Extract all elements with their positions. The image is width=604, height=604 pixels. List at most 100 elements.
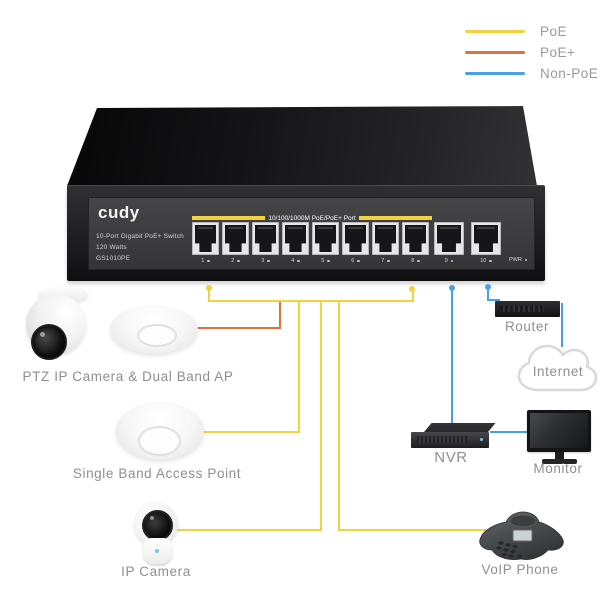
pwr-led bbox=[524, 258, 528, 262]
rj45-port-2: 2 bbox=[222, 222, 249, 264]
cloud-icon bbox=[517, 344, 598, 392]
pwr-text: PWR bbox=[509, 257, 522, 263]
pwr-label: PWR bbox=[509, 257, 528, 263]
legend-line-poe bbox=[465, 30, 525, 33]
ip-camera-status-dot bbox=[155, 549, 159, 553]
port-number-label: 5 bbox=[312, 258, 339, 264]
port-led bbox=[327, 259, 330, 263]
rj45-port-7: 7 bbox=[372, 222, 399, 264]
cable-dot-port1 bbox=[206, 285, 212, 291]
legend-label-non-poe: Non-PoE bbox=[540, 66, 599, 81]
cable-nonpoe-port10-drop bbox=[487, 288, 489, 301]
rj45-jack bbox=[312, 222, 339, 255]
label-ptz-dualband-ap: PTZ IP Camera & Dual Band AP bbox=[22, 369, 234, 384]
cable-poe-to-ip-camera-v bbox=[320, 302, 322, 531]
dual-band-ap bbox=[110, 305, 198, 355]
cable-poe-to-single-ap-v bbox=[298, 302, 300, 433]
monitor-screen bbox=[527, 410, 591, 452]
port-led bbox=[450, 259, 454, 263]
cable-poe-to-single-ap-h bbox=[196, 431, 300, 433]
router-front-face bbox=[495, 301, 560, 317]
cable-poe-to-voip-h bbox=[338, 529, 486, 531]
port-led bbox=[267, 259, 270, 263]
rj45-port-4: 4 bbox=[282, 222, 309, 264]
poe-port-group-label: 10/100/1000M PoE/PoE+ Port bbox=[268, 214, 356, 222]
rj45-port-6: 6 bbox=[342, 222, 369, 264]
rj45-port-8: 8 bbox=[402, 222, 429, 264]
port-number-label: 10 bbox=[471, 258, 501, 264]
cable-dot-port10 bbox=[485, 284, 491, 290]
cable-poe-port8-drop bbox=[412, 290, 414, 302]
label-voip-phone: VoIP Phone bbox=[481, 562, 559, 577]
monitor-base bbox=[542, 459, 577, 464]
legend-row-poe: PoE bbox=[465, 24, 567, 39]
monitor-screen-inner bbox=[530, 413, 588, 448]
port-led bbox=[489, 259, 492, 263]
legend-line-non-poe bbox=[465, 72, 525, 75]
rj45-jack bbox=[372, 222, 399, 255]
label-nvr: NVR bbox=[434, 449, 468, 466]
port-number-label: 2 bbox=[222, 258, 249, 264]
nvr-front-face bbox=[411, 432, 489, 448]
internet-cloud bbox=[514, 340, 600, 396]
rj45-jack bbox=[222, 222, 249, 255]
port-number-label: 1 bbox=[192, 258, 219, 264]
legend-row-non-poe: Non-PoE bbox=[465, 66, 598, 81]
ip-camera bbox=[134, 503, 186, 565]
port-number-label: 3 bbox=[252, 258, 279, 264]
label-router: Router bbox=[504, 319, 550, 334]
legend-label-poe: PoE bbox=[540, 24, 568, 39]
label-ip-camera: IP Camera bbox=[121, 564, 191, 579]
ptz-camera bbox=[22, 286, 98, 364]
label-single-band-ap: Single Band Access Point bbox=[72, 466, 242, 481]
port-led bbox=[357, 259, 360, 263]
rj45-port-9: 9 bbox=[434, 222, 464, 264]
cable-poe-bus bbox=[208, 300, 414, 302]
cable-nonpoe-to-router bbox=[487, 299, 500, 301]
switch-model-line-1: 10-Port Gigabit PoE+ Switch bbox=[96, 233, 184, 240]
dual-band-ap-ring bbox=[137, 324, 177, 347]
cable-poe-port1-drop bbox=[208, 289, 210, 302]
rj45-port-5: 5 bbox=[312, 222, 339, 264]
port-number-label: 8 bbox=[402, 258, 429, 264]
nvr bbox=[411, 423, 496, 451]
cable-poeplus-v bbox=[279, 302, 281, 329]
rj45-jack bbox=[192, 222, 219, 255]
port-number-label: 9 bbox=[434, 258, 464, 264]
router bbox=[495, 288, 565, 320]
cable-poeplus-to-dualband-ap bbox=[194, 327, 281, 329]
single-band-ap-ring bbox=[138, 426, 181, 456]
port-number-label: 4 bbox=[282, 258, 309, 264]
switch-model-line-3: GS1010PE bbox=[96, 255, 131, 262]
port-led bbox=[207, 259, 210, 263]
monitor bbox=[527, 410, 593, 466]
cable-nonpoe-to-nvr bbox=[451, 289, 453, 424]
voip-phone-icon bbox=[479, 511, 564, 560]
switch-brand-logo: cudy bbox=[98, 203, 140, 222]
cable-nonpoe-nvr-to-monitor bbox=[490, 431, 530, 433]
switch-model-line-2: 120 Watts bbox=[96, 244, 127, 251]
port-led bbox=[297, 259, 300, 263]
rj45-port-1: 1 bbox=[192, 222, 219, 264]
monitor-neck bbox=[555, 452, 564, 459]
rj45-jack bbox=[402, 222, 429, 255]
rj45-jack bbox=[434, 222, 464, 255]
port-led bbox=[237, 259, 240, 263]
ptz-camera-lens bbox=[31, 324, 67, 360]
cable-poe-to-ip-camera-h bbox=[170, 529, 322, 531]
port-number-label: 7 bbox=[372, 258, 399, 264]
rj45-jack bbox=[471, 222, 501, 255]
rj45-port-3: 3 bbox=[252, 222, 279, 264]
rj45-jack bbox=[282, 222, 309, 255]
legend-line-poe-plus bbox=[465, 51, 525, 54]
label-monitor: Monitor bbox=[533, 461, 583, 476]
nvr-led bbox=[480, 438, 483, 441]
port-led bbox=[417, 259, 420, 263]
port-number-label: 6 bbox=[342, 258, 369, 264]
nvr-top-face bbox=[424, 423, 496, 432]
router-top-face bbox=[505, 288, 563, 301]
legend-row-poe-plus: PoE+ bbox=[465, 45, 575, 60]
voip-phone bbox=[479, 509, 567, 563]
poe-port-group-header: 10/100/1000M PoE/PoE+ Port bbox=[192, 214, 432, 222]
